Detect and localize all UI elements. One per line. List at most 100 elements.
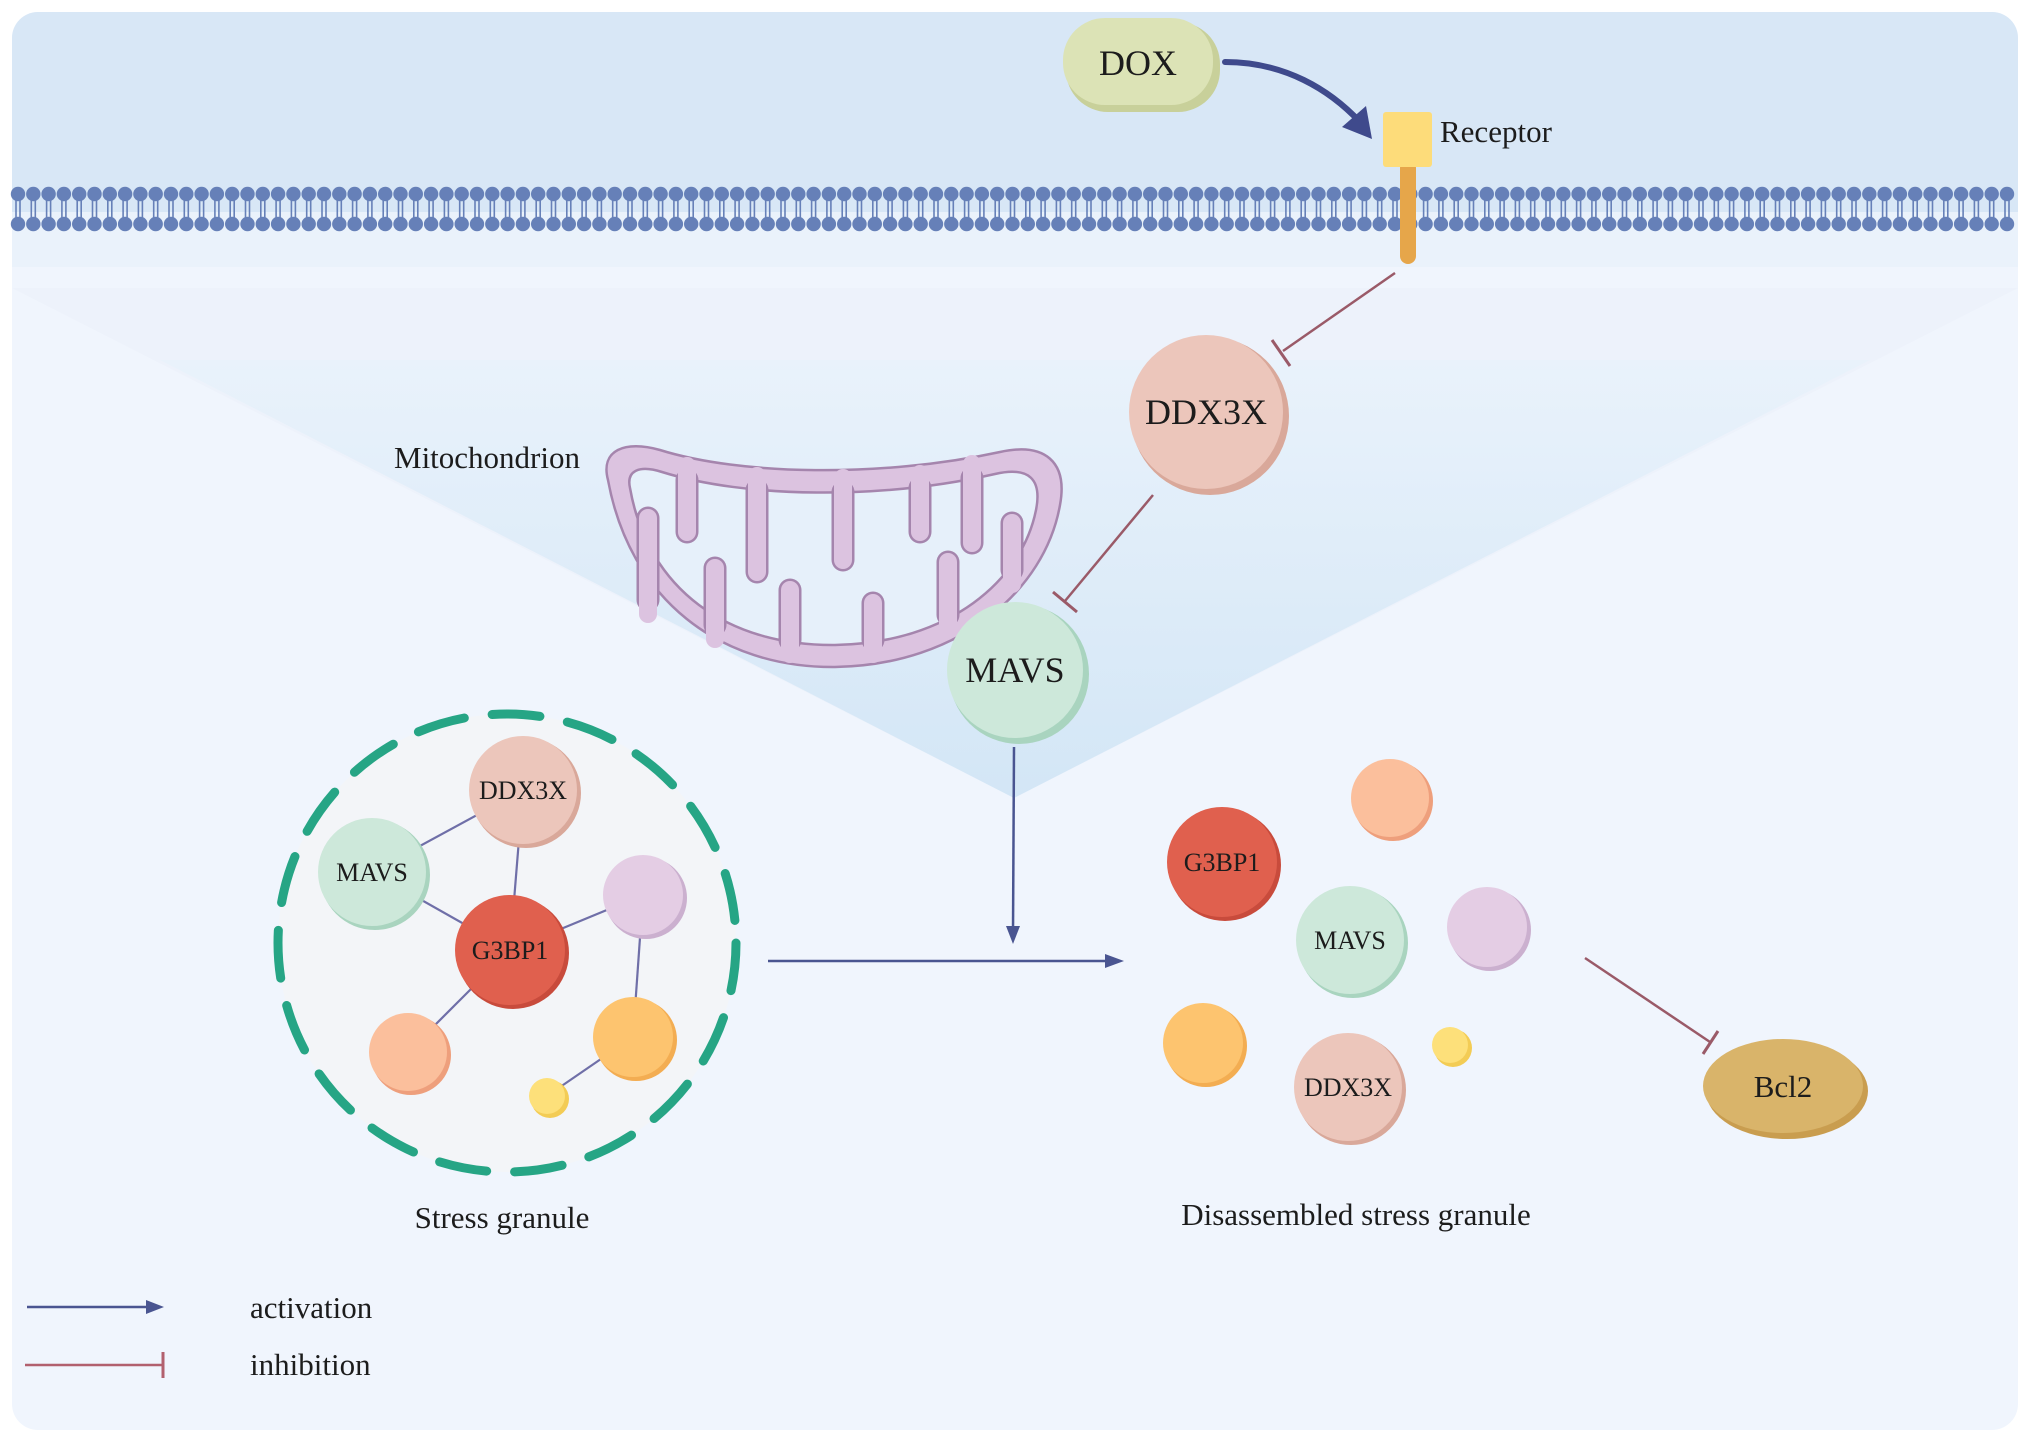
- lipid-icon: [26, 186, 41, 232]
- lipid-icon: [1647, 186, 1663, 232]
- lipid-icon: [332, 186, 347, 232]
- lipid-icon: [148, 186, 163, 232]
- lipid-icon: [1173, 186, 1189, 232]
- orange-protein[interactable]: [1163, 1003, 1247, 1087]
- ddx3x-node[interactable]: DDX3X: [1129, 335, 1289, 495]
- lipid-icon: [622, 186, 638, 232]
- lipid-icon: [10, 186, 26, 232]
- lipid-icon: [1005, 186, 1020, 232]
- lipid-icon: [1877, 186, 1892, 232]
- inhibition-bar-icon: [1052, 590, 1078, 614]
- lipid-icon: [974, 186, 990, 232]
- lilac-protein[interactable]: [603, 855, 687, 939]
- lipid-icon: [1296, 186, 1311, 232]
- mavs-protein[interactable]: MAVS: [318, 818, 430, 930]
- lipid-icon: [882, 186, 898, 232]
- ddx3x-inhibits-mavs: [1052, 494, 1154, 614]
- legend: activation inhibition: [25, 1290, 373, 1382]
- lipid-icon: [1035, 186, 1051, 232]
- lipid-icon: [576, 186, 592, 232]
- lipid-icon: [1326, 186, 1342, 232]
- lipid-icon: [1908, 186, 1923, 232]
- inhibition-bar-icon: [1701, 1030, 1720, 1055]
- dox-to-receptor-arrow: [1222, 59, 1372, 139]
- arrow-icon: [146, 1300, 164, 1314]
- lipid-icon: [1097, 186, 1112, 232]
- lipid-icon: [1999, 186, 2015, 232]
- lipid-icon: [286, 186, 301, 232]
- orange-protein[interactable]: [593, 997, 677, 1081]
- lipid-icon: [668, 186, 684, 232]
- inhibition-bar-icon: [1270, 339, 1292, 367]
- lipid-icon: [1602, 186, 1617, 232]
- peach-protein[interactable]: [1351, 759, 1433, 841]
- receptor-label: Receptor: [1440, 114, 1553, 149]
- mavs-node[interactable]: MAVS: [947, 602, 1089, 744]
- receptor[interactable]: Receptor: [1383, 112, 1553, 264]
- lipid-icon: [1755, 186, 1770, 232]
- lipid-icon: [546, 186, 561, 232]
- lipid-icon: [194, 186, 209, 232]
- receptor-stalk: [1400, 160, 1416, 264]
- lipid-icon: [1188, 186, 1204, 232]
- yellow-protein[interactable]: [1432, 1027, 1472, 1067]
- lipid-icon: [1586, 186, 1602, 232]
- lipid-icon: [179, 186, 194, 232]
- legend-inhibition-label: inhibition: [250, 1347, 371, 1382]
- lipid-icon: [1678, 186, 1693, 232]
- lipid-icon: [240, 186, 255, 232]
- lipid-icon: [102, 186, 118, 232]
- bcl2-node[interactable]: Bcl2: [1703, 1039, 1868, 1139]
- dox-pill: [1063, 18, 1213, 105]
- lipid-icon: [1387, 186, 1403, 232]
- lipid-icon: [1250, 186, 1265, 232]
- lipid-icon: [378, 186, 393, 232]
- arrowhead-icon: [1342, 106, 1372, 139]
- lipid-icon: [500, 186, 515, 232]
- lipid-icon: [1969, 186, 1984, 232]
- mitochondrion[interactable]: Mitochondrion: [394, 440, 1063, 669]
- lipid-icon: [270, 186, 286, 232]
- mavs-protein[interactable]: MAVS: [1296, 886, 1408, 998]
- lipid-icon: [699, 186, 714, 232]
- lipid-icon: [1020, 186, 1035, 232]
- disassembled-label: Disassembled stress granule: [1181, 1197, 1531, 1232]
- lipid-icon: [852, 186, 867, 232]
- lilac-protein[interactable]: [1447, 887, 1531, 971]
- lipid-icon: [1739, 186, 1755, 232]
- lipid-icon: [1724, 186, 1739, 232]
- dox-node[interactable]: DOX: [1063, 18, 1220, 112]
- lipid-icon: [87, 186, 102, 232]
- g3bp1-protein[interactable]: G3BP1: [1167, 807, 1281, 921]
- lipid-icon: [561, 186, 576, 232]
- lipid-icon: [56, 186, 72, 232]
- lipid-icon: [1540, 186, 1556, 232]
- lipid-icon: [1525, 186, 1540, 232]
- lipid-icon: [1785, 186, 1801, 232]
- lipid-icon: [255, 186, 270, 232]
- peach-protein[interactable]: [369, 1013, 451, 1095]
- yellow-protein[interactable]: [529, 1078, 569, 1118]
- lipid-icon: [745, 186, 760, 232]
- lipid-icon: [362, 186, 378, 232]
- ddx3x-protein[interactable]: DDX3X: [469, 736, 581, 848]
- lipid-icon: [714, 186, 729, 232]
- lipid-icon: [1464, 186, 1479, 232]
- lipid-icon: [653, 186, 668, 232]
- ddx3x-protein[interactable]: DDX3X: [1294, 1033, 1406, 1145]
- lipid-icon: [209, 186, 225, 232]
- lipid-icon: [1418, 186, 1433, 232]
- lipid-icon: [454, 186, 469, 232]
- disassembled-inhibits-bcl2: [1584, 956, 1720, 1055]
- g3bp1-protein[interactable]: G3BP1: [455, 895, 569, 1009]
- lipid-icon: [806, 186, 821, 232]
- stress-granule-label: Stress granule: [415, 1200, 590, 1235]
- lipid-icon: [1663, 186, 1678, 232]
- lipid-icon: [423, 186, 439, 232]
